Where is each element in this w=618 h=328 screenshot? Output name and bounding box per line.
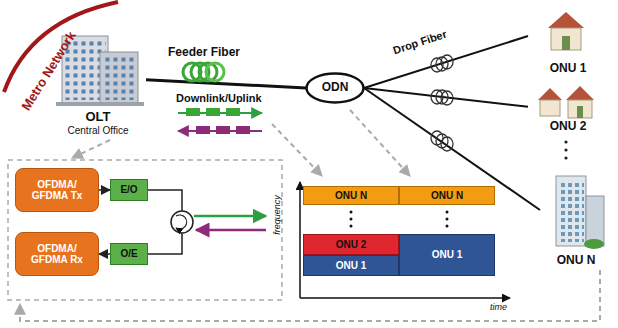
node-text: ONU 1 — [550, 62, 587, 76]
node-text: ONU 2 — [550, 120, 587, 134]
onu-houses — [538, 12, 604, 249]
axis-label: time — [490, 303, 507, 313]
fiber-link — [146, 80, 306, 88]
node-text: ONU N — [431, 190, 463, 202]
link-label: Downlink/Uplink — [176, 92, 262, 104]
onu-node: ONU 2 — [528, 82, 608, 136]
node-text: OFDMA/ GFDMA Rx — [19, 243, 95, 266]
node-text: Central Office — [68, 125, 129, 137]
circulator — [148, 190, 266, 254]
node-text: OFDMA/ GFDMA Tx — [19, 179, 95, 202]
tx-box: OFDMA/ GFDMA Tx — [15, 168, 99, 212]
rx-box: OFDMA/ GFDMA Rx — [15, 232, 99, 276]
eo-box: E/O — [110, 179, 148, 201]
node-text: ONU 2 — [336, 239, 367, 251]
signal-arrow — [99, 189, 110, 191]
dashed-pointers — [20, 110, 600, 321]
tf-axes — [300, 182, 510, 298]
node-text: ONU 1 — [336, 260, 367, 272]
node-text: ONU N — [557, 254, 596, 268]
onu-node: ONU N — [540, 170, 612, 270]
onu-node: ONU 1 — [528, 8, 608, 78]
slot-cell: ONU 1 — [303, 255, 399, 276]
signal-arrow — [99, 253, 110, 255]
slot-cell: ONU N — [303, 186, 399, 205]
slot-cell: ONU N — [399, 186, 495, 205]
node-text: ONU 1 — [432, 249, 463, 261]
slot-cell: ONU 2 — [303, 234, 399, 255]
fiber-coil — [183, 63, 224, 81]
axis-label: frequency — [273, 195, 283, 235]
node-text: O/E — [120, 248, 137, 260]
odn-node: ODN — [305, 72, 365, 104]
node-text: OLT — [85, 110, 110, 125]
oe-box: O/E — [110, 243, 148, 265]
edge-label: Drop Fiber — [391, 28, 448, 57]
drop-coils — [431, 55, 453, 151]
downlink-uplink-arrows — [178, 108, 262, 134]
node-text: ONU N — [335, 190, 367, 202]
node-text: ODN — [322, 81, 349, 95]
fiber-link — [364, 36, 528, 88]
node-text: E/O — [120, 184, 137, 196]
slot-cell: ONU 1 — [399, 234, 495, 276]
edge-label: Feeder Fiber — [168, 46, 240, 59]
olt-inset-box — [8, 160, 282, 300]
